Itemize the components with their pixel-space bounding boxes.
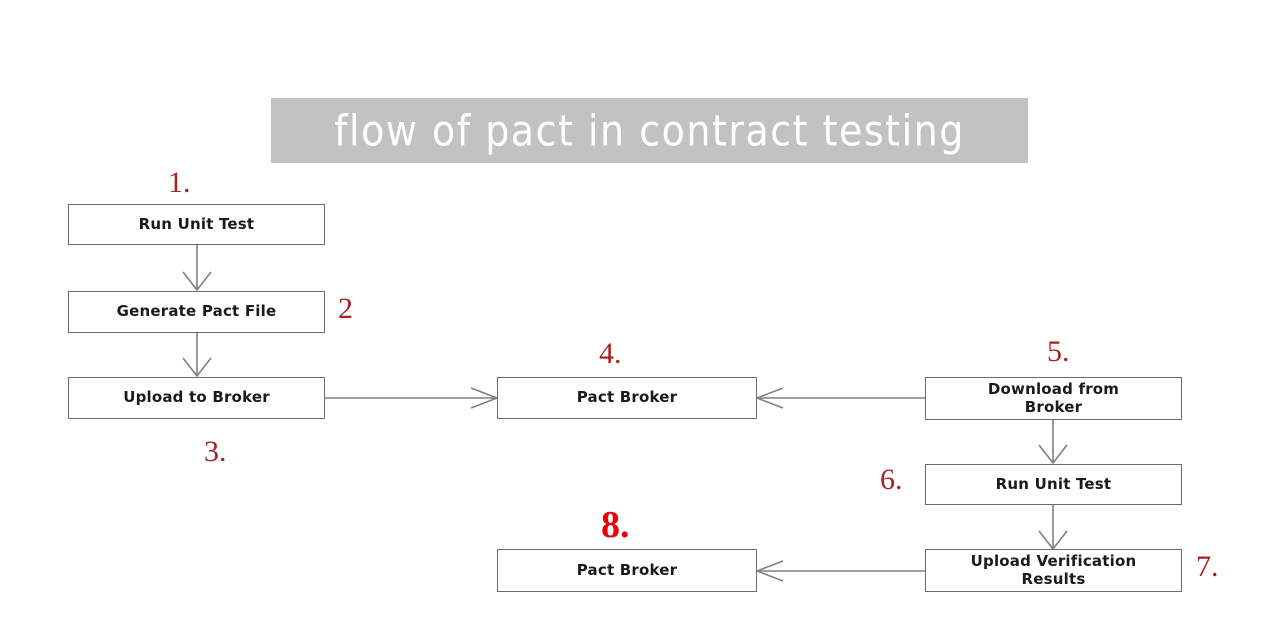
page-title: flow of pact in contract testing	[334, 105, 965, 156]
node-generate-pact-file[interactable]: Generate Pact File	[68, 291, 325, 333]
node-download-from-broker[interactable]: Download from Broker	[925, 377, 1182, 420]
node-label-line2: Broker	[1024, 397, 1083, 416]
node-label: Pact Broker	[576, 388, 678, 407]
step-number-8: 8.	[601, 504, 630, 546]
arrowhead-pact-broker-top-left	[470, 387, 500, 409]
arrowhead-upload-verification	[1038, 530, 1068, 551]
arrowhead-generate-pact-file	[182, 271, 212, 292]
node-pact-broker-top[interactable]: Pact Broker	[497, 377, 757, 419]
arrowhead-pact-broker-top-right	[754, 387, 784, 409]
arrowhead-pact-broker-bottom	[754, 560, 784, 582]
step-number-2: 2	[338, 292, 353, 325]
node-label-line1: Upload Verification	[970, 552, 1137, 571]
step-number-1: 1.	[168, 166, 191, 199]
node-upload-to-broker[interactable]: Upload to Broker	[68, 377, 325, 419]
step-number-4: 4.	[599, 337, 622, 370]
arrowhead-upload-to-broker	[182, 357, 212, 378]
node-label: Run Unit Test	[138, 214, 255, 233]
step-number-7: 7.	[1196, 550, 1219, 583]
arrowhead-run-unit-test-provider	[1038, 444, 1068, 465]
node-label: Generate Pact File	[116, 302, 277, 321]
node-label: Pact Broker	[576, 560, 678, 579]
node-upload-verification[interactable]: Upload Verification Results	[925, 549, 1182, 592]
node-label: Upload to Broker	[123, 388, 270, 407]
step-number-6: 6.	[880, 463, 903, 496]
node-label-line1: Download from	[987, 380, 1120, 399]
step-number-3: 3.	[204, 435, 227, 468]
node-run-unit-test-provider[interactable]: Run Unit Test	[925, 464, 1182, 505]
node-label-line2: Results	[1021, 569, 1086, 588]
node-pact-broker-bottom[interactable]: Pact Broker	[497, 549, 757, 592]
step-number-5: 5.	[1047, 335, 1070, 368]
title-banner: flow of pact in contract testing	[271, 98, 1028, 163]
node-run-unit-test-consumer[interactable]: Run Unit Test	[68, 204, 325, 245]
node-label: Run Unit Test	[995, 474, 1112, 493]
